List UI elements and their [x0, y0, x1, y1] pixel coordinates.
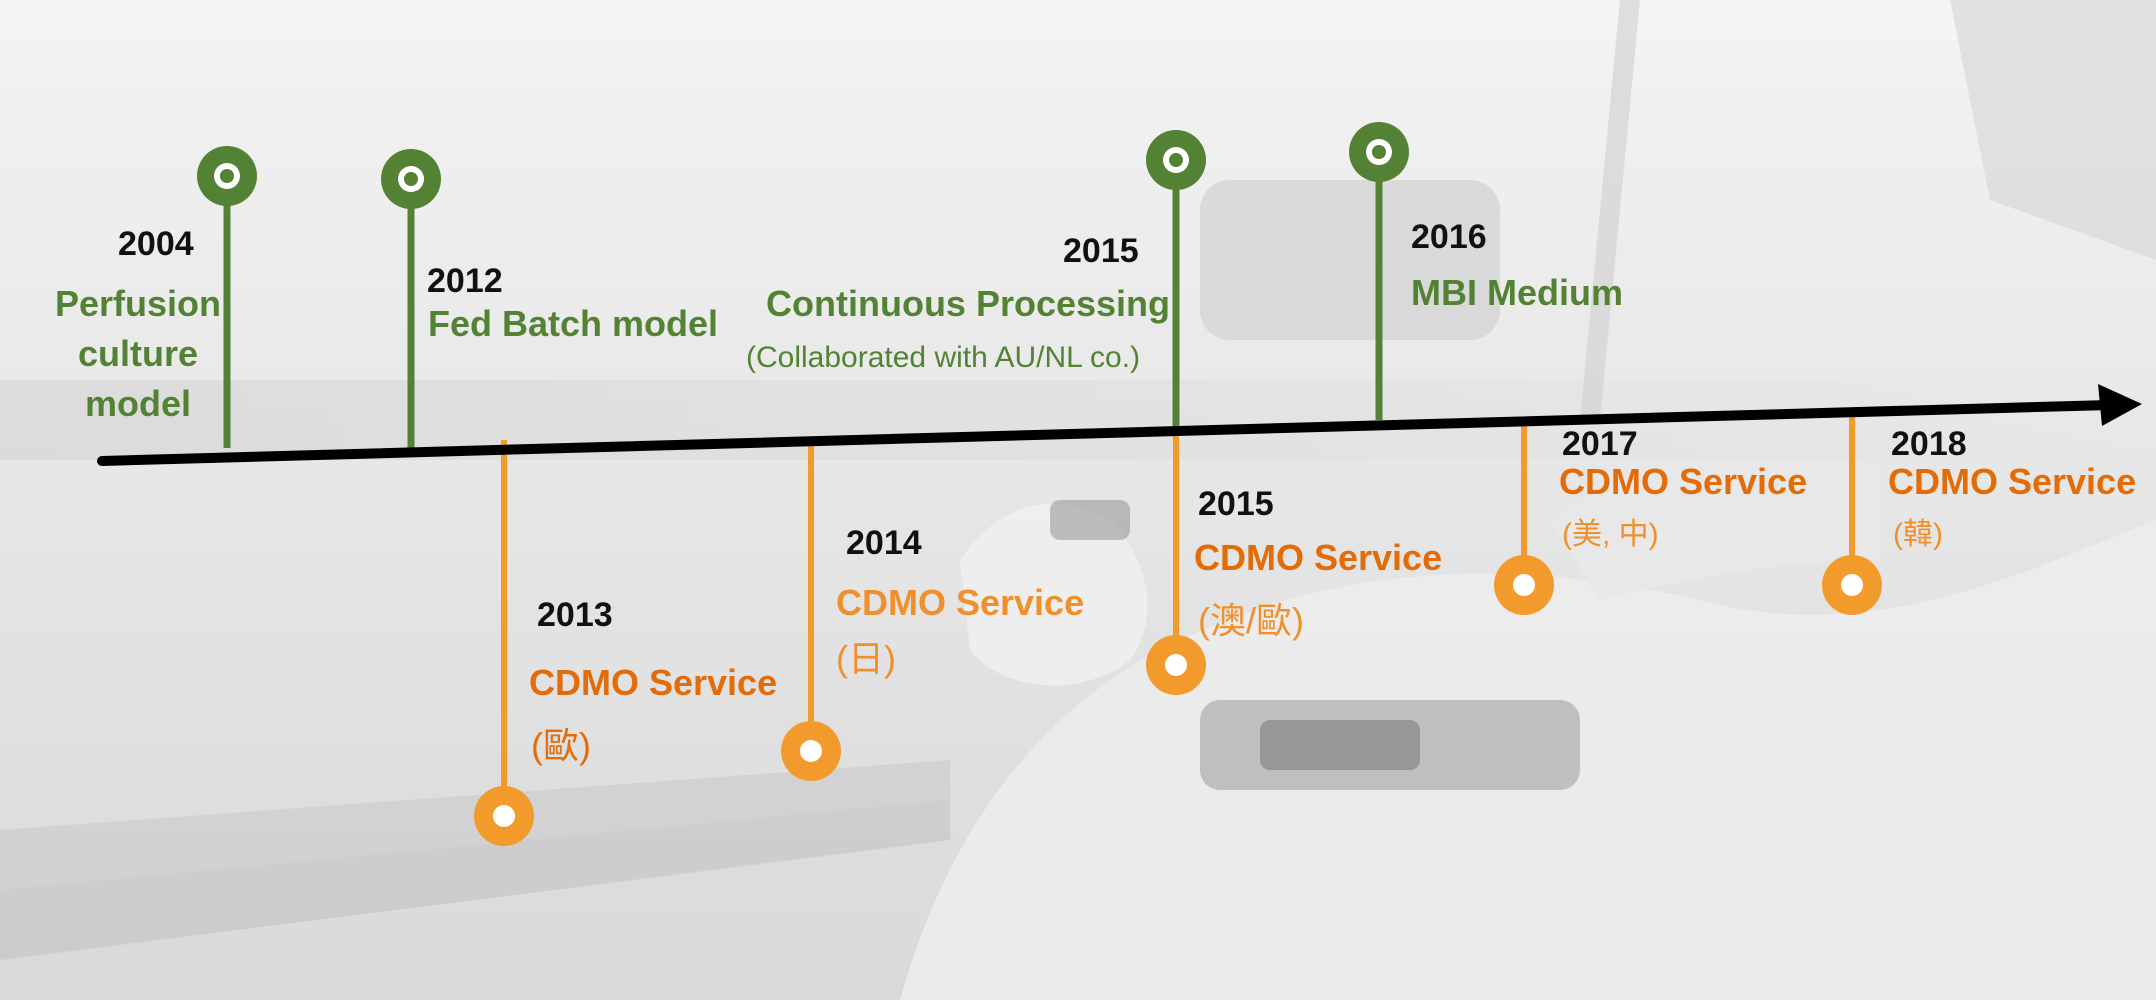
event-2016-year: 2016 — [1411, 218, 1487, 256]
pin-2014 — [781, 721, 841, 781]
pin-2004 — [197, 146, 257, 206]
timeline-axis — [97, 400, 2115, 466]
event-2013-year: 2013 — [537, 596, 613, 634]
event-2017-note: (美, 中) — [1562, 518, 1659, 551]
pin-2018 — [1822, 555, 1882, 615]
event-2013-note: (歐) — [531, 725, 591, 766]
event-2015b-note: (澳/歐) — [1198, 600, 1304, 641]
pin-2016 — [1349, 122, 1409, 182]
event-2014-year: 2014 — [846, 524, 922, 562]
pin-2015a — [1146, 130, 1206, 190]
event-2015a-note: (Collaborated with AU/NL co.) — [746, 341, 1141, 374]
event-2016-title: MBI Medium — [1411, 272, 1623, 313]
event-2018-title: CDMO Service — [1888, 461, 2137, 502]
event-2015b-title: CDMO Service — [1194, 537, 1443, 578]
event-2015a-year: 2015 — [1063, 232, 1139, 270]
event-2004-title-line1: Perfusion — [54, 283, 222, 324]
event-2004-title-line2: culture — [77, 333, 199, 374]
event-2004-title-line3: model — [84, 383, 191, 424]
event-2017-title: CDMO Service — [1559, 461, 1808, 502]
event-2015b-year: 2015 — [1198, 485, 1274, 523]
event-2004-year: 2004 — [118, 225, 194, 263]
pin-2012 — [381, 149, 441, 209]
event-2012-year: 2012 — [427, 262, 503, 300]
timeline-arrowhead — [2098, 384, 2142, 426]
pin-2017 — [1494, 555, 1554, 615]
event-2018-year: 2018 — [1891, 425, 1967, 463]
event-2014-note: (日) — [836, 638, 896, 679]
event-2017-year: 2017 — [1562, 425, 1638, 463]
event-2012-title: Fed Batch model — [428, 303, 719, 344]
event-2015a-title: Continuous Processing — [766, 283, 1171, 324]
pin-2015b — [1146, 635, 1206, 695]
event-2013-title: CDMO Service — [529, 662, 778, 703]
event-2018-note: (韓) — [1893, 518, 1943, 551]
pin-2013 — [474, 786, 534, 846]
event-2014-title: CDMO Service — [836, 582, 1085, 623]
